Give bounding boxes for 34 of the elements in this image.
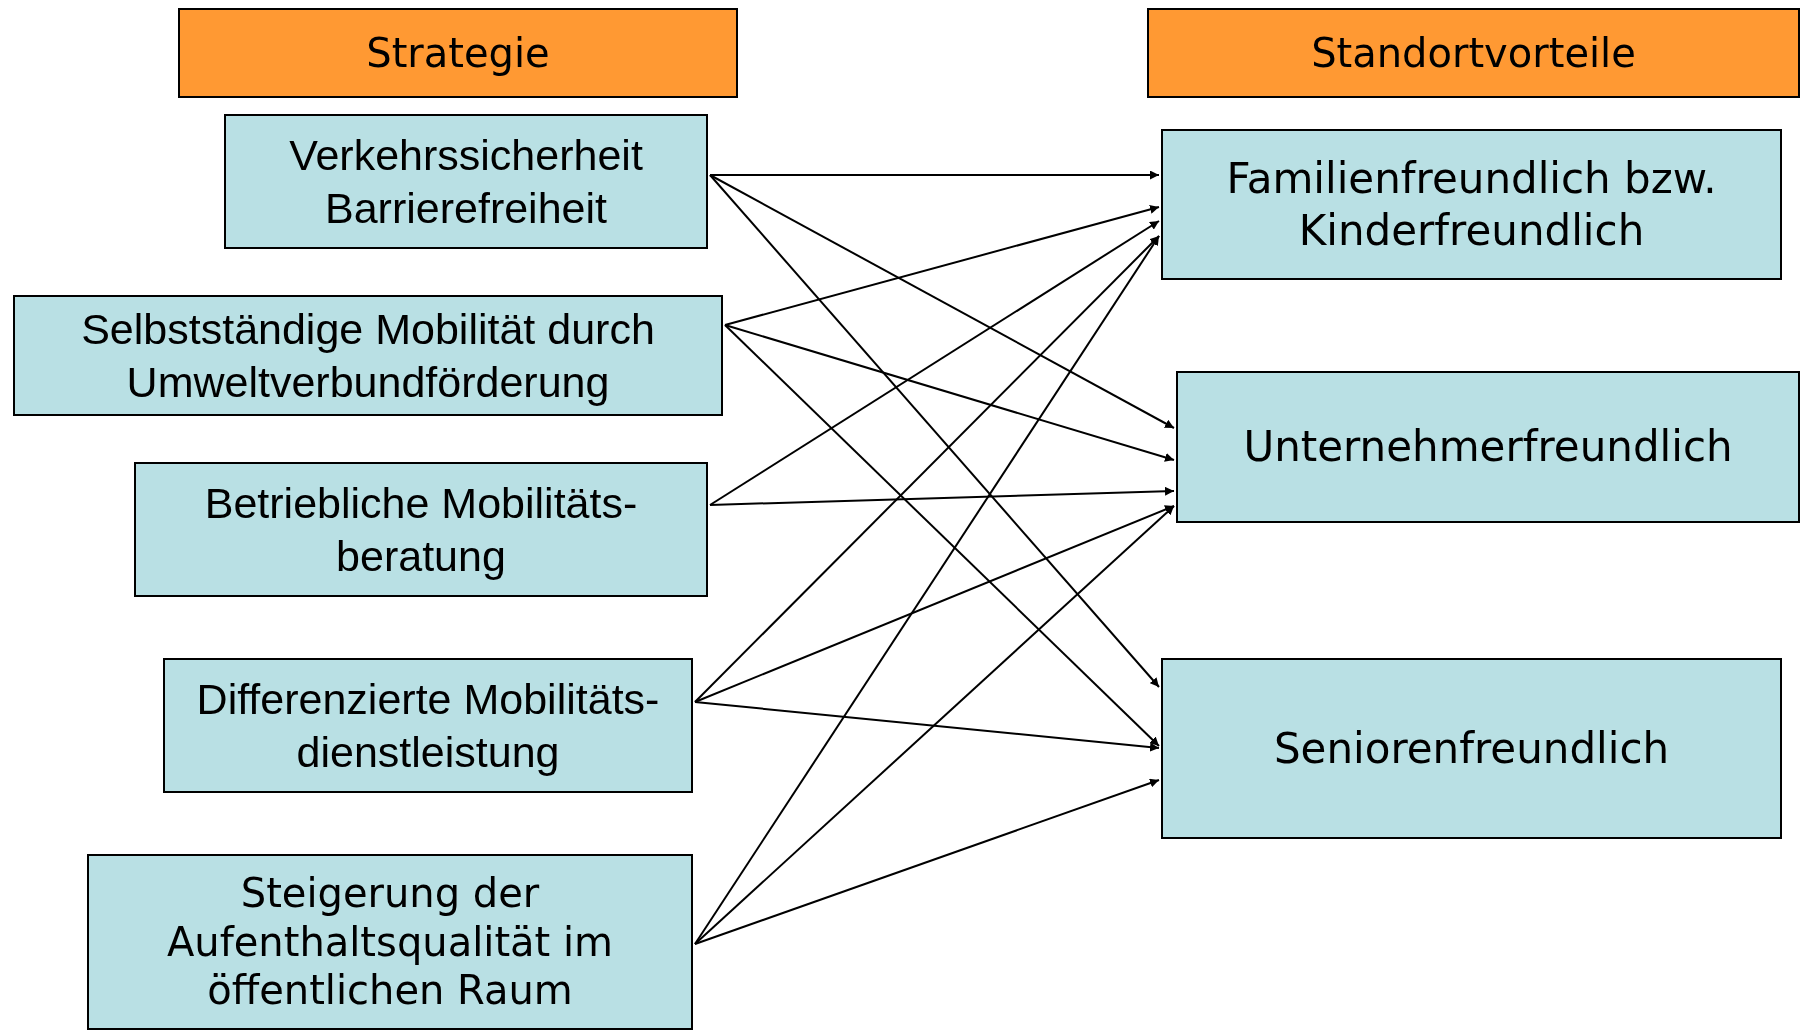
box-text: Steigerung der Aufenthaltsqualität im öffentlichen Raum [165, 868, 615, 1016]
header-box [178, 8, 738, 98]
arrow [694, 778, 1160, 945]
strategy-box [134, 462, 708, 597]
arrow [709, 220, 1160, 506]
arrow [709, 174, 1160, 688]
advantage-box [1161, 658, 1782, 839]
arrow [709, 170, 1160, 180]
box-text: Betriebliche Mobilitäts-beratung [203, 478, 639, 582]
header-box [1147, 8, 1800, 98]
arrow [694, 701, 1160, 752]
arrow [709, 486, 1175, 506]
arrow [694, 235, 1160, 703]
strategy-box [87, 854, 693, 1030]
box-text: Differenzierte Mobilitäts-dienstleistung [195, 674, 661, 778]
arrow [694, 235, 1160, 945]
arrow [694, 505, 1175, 945]
strategy-box [224, 114, 708, 249]
arrow [709, 174, 1175, 429]
arrow [724, 324, 1160, 747]
box-text: Familienfreundlich bzw. Kinderfreundlich [1225, 153, 1718, 256]
arrow [724, 205, 1160, 326]
advantage-box [1176, 371, 1800, 523]
strategy-box [13, 295, 723, 416]
arrow [724, 324, 1175, 462]
box-text: Standortvorteile [1311, 28, 1636, 78]
advantage-box [1161, 129, 1782, 280]
box-text: Strategie [366, 28, 550, 78]
arrow [694, 505, 1175, 703]
box-text: Selbstständige Mobilität durch Umweltverbundförderung [80, 304, 656, 408]
box-text: Seniorenfreundlich [1273, 722, 1670, 775]
strategy-box [163, 658, 693, 793]
box-text: Verkehrssicherheit Barrierefreiheit [288, 130, 644, 234]
box-text: Unternehmerfreundlich [1243, 421, 1733, 473]
